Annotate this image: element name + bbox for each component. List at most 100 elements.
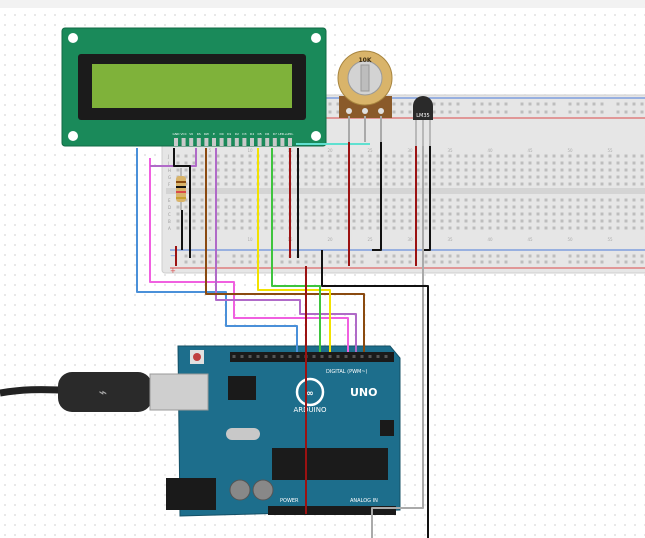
breadboard-hole: [616, 226, 620, 230]
breadboard-hole: [592, 175, 596, 179]
breadboard-hole: [432, 205, 436, 209]
breadboard-hole: [312, 212, 316, 216]
breadboard-hole: [328, 226, 332, 230]
breadboard-hole: [208, 212, 212, 216]
breadboard-hole: [632, 154, 636, 158]
breadboard-hole: [600, 198, 604, 202]
breadboard-hole: [504, 182, 508, 186]
breadboard-hole: [456, 226, 460, 230]
breadboard-hole: [264, 175, 268, 179]
rail-hole: [264, 260, 268, 264]
lcd-pin: [288, 138, 292, 146]
rail-hole: [624, 254, 628, 258]
breadboard-hole: [496, 205, 500, 209]
breadboard-hole: [216, 219, 220, 223]
breadboard-hole: [184, 161, 188, 165]
breadboard-hole: [496, 226, 500, 230]
rail-hole: [552, 102, 556, 106]
rail-hole: [392, 254, 396, 258]
breadboard-hole: [528, 226, 532, 230]
breadboard-hole: [400, 205, 404, 209]
breadboard-hole: [584, 226, 588, 230]
rail-hole: [640, 260, 644, 264]
header-pin: [264, 355, 268, 358]
rail-hole: [360, 260, 364, 264]
breadboard-hole: [584, 198, 588, 202]
breadboard-hole: [576, 154, 580, 158]
rail-hole: [200, 260, 204, 264]
wire-yellow: [257, 148, 331, 352]
header-pin: [344, 355, 348, 358]
breadboard-hole: [552, 226, 556, 230]
rail-hole: [640, 254, 644, 258]
header-pin: [384, 355, 388, 358]
breadboard-hole: [624, 175, 628, 179]
crystal: [226, 428, 260, 440]
breadboard-hole: [272, 161, 276, 165]
breadboard-hole: [248, 182, 252, 186]
breadboard-hole: [224, 168, 228, 172]
rail-hole: [488, 260, 492, 264]
breadboard-hole: [488, 198, 492, 202]
breadboard-hole: [576, 175, 580, 179]
breadboard-hole: [184, 212, 188, 216]
breadboard-hole: [424, 205, 428, 209]
breadboard-hole: [632, 182, 636, 186]
breadboard-hole: [392, 219, 396, 223]
breadboard-hole: [432, 175, 436, 179]
breadboard-hole: [280, 205, 284, 209]
rail-hole: [400, 254, 404, 258]
row-label: F: [168, 182, 171, 187]
breadboard-hole: [400, 226, 404, 230]
rail-hole: [576, 110, 580, 114]
breadboard-hole: [528, 154, 532, 158]
svg-text:∞: ∞: [306, 389, 314, 399]
breadboard-hole: [632, 212, 636, 216]
breadboard-hole: [184, 175, 188, 179]
breadboard-hole: [600, 219, 604, 223]
breadboard-hole: [208, 175, 212, 179]
rail-hole: [408, 102, 412, 106]
breadboard-hole: [280, 226, 284, 230]
rail-hole: [632, 260, 636, 264]
breadboard-hole: [456, 161, 460, 165]
breadboard-hole: [264, 154, 268, 158]
breadboard-hole: [192, 161, 196, 165]
arduino-uno-board: ∞ ARDUINO UNO DIGITAL (PWM~) POWER ANALO…: [166, 345, 401, 517]
rail-hole: [296, 260, 300, 264]
rail-hole: [392, 102, 396, 106]
breadboard-hole: [424, 161, 428, 165]
row-label: E: [168, 198, 171, 203]
breadboard-hole: [464, 182, 468, 186]
rail-hole: [240, 260, 244, 264]
rail-hole: [448, 254, 452, 258]
breadboard-hole: [408, 182, 412, 186]
breadboard-hole: [528, 175, 532, 179]
breadboard-hole: [424, 168, 428, 172]
breadboard-hole: [328, 175, 332, 179]
breadboard-hole: [440, 161, 444, 165]
row-label: D: [168, 205, 171, 210]
rail-hole: [592, 102, 596, 106]
row-label: A: [168, 226, 171, 231]
breadboard-hole: [608, 154, 612, 158]
breadboard-hole: [408, 168, 412, 172]
lcd-pin-label: V0: [189, 132, 193, 136]
reset-button: [193, 353, 201, 361]
header-pin: [280, 355, 284, 358]
breadboard-hole: [448, 205, 452, 209]
breadboard-hole: [464, 212, 468, 216]
breadboard-hole: [464, 205, 468, 209]
breadboard-hole: [560, 226, 564, 230]
rail-hole: [440, 260, 444, 264]
breadboard-hole: [616, 154, 620, 158]
breadboard-hole: [616, 212, 620, 216]
rail-hole: [496, 254, 500, 258]
breadboard-hole: [408, 154, 412, 158]
breadboard-hole: [472, 226, 476, 230]
breadboard-hole: [336, 175, 340, 179]
rail-hole: [568, 110, 572, 114]
breadboard-hole: [464, 226, 468, 230]
breadboard-hole: [536, 175, 540, 179]
breadboard-hole: [600, 168, 604, 172]
